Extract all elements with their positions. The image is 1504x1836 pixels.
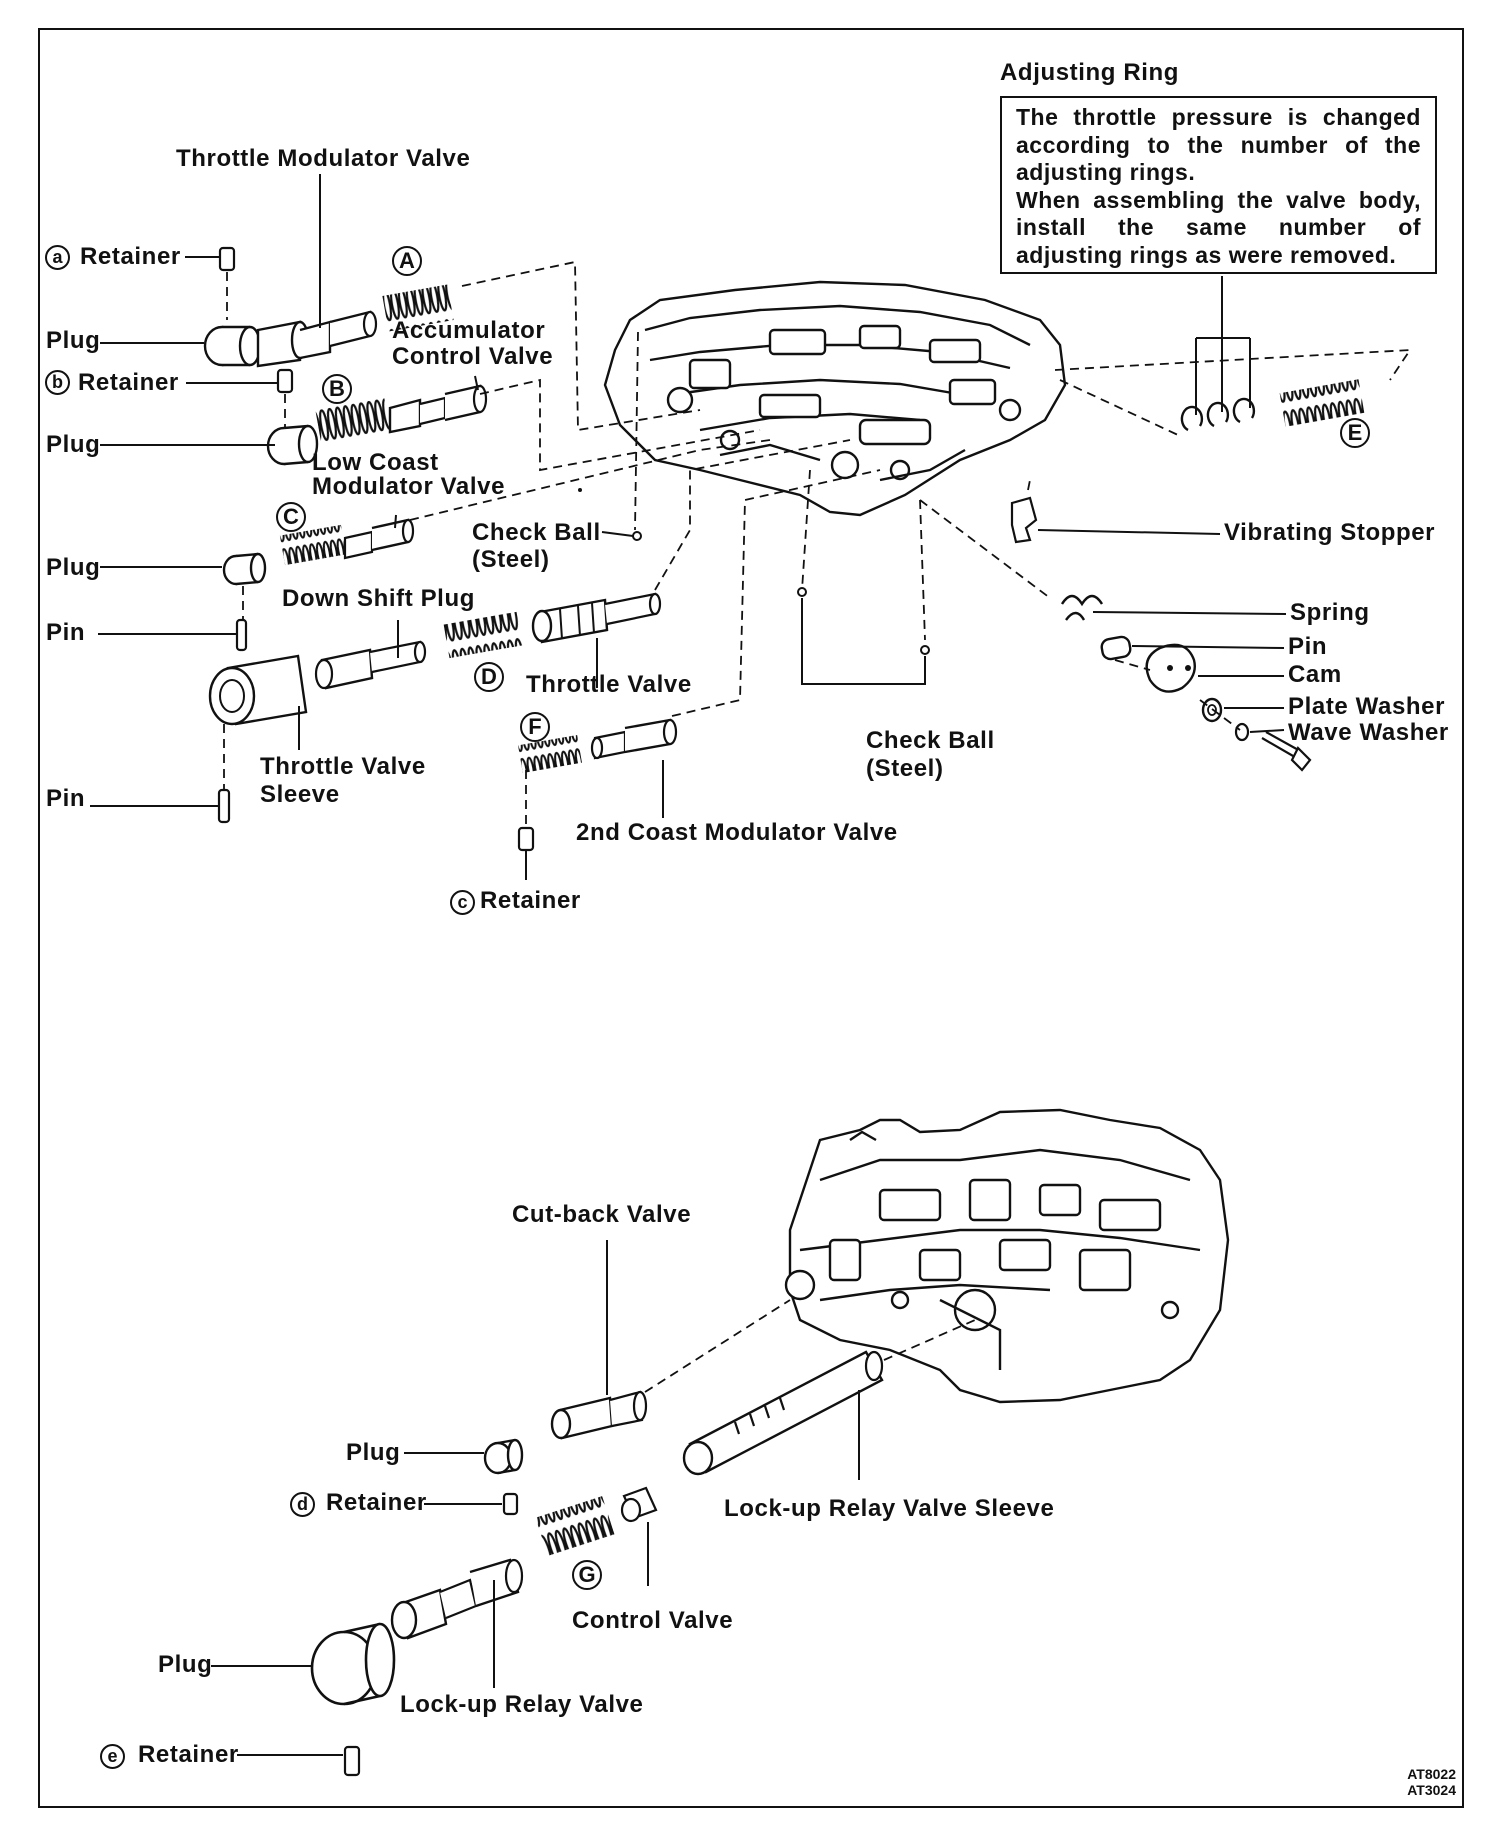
label-vibrating-stopper: Vibrating Stopper [1224, 519, 1436, 546]
spring-e-badge: E [1340, 418, 1370, 448]
adjusting-ring-note: The throttle pressure is changed accordi… [1000, 96, 1437, 274]
label-plate-washer: Plate Washer [1288, 693, 1446, 720]
retainer-a-badge: a [45, 245, 70, 270]
figure-code: AT8022 AT3024 [1407, 1766, 1456, 1798]
label-check-ball-2a: Check Ball [866, 727, 995, 754]
label-throttle-valve-sleeve-2: Sleeve [260, 781, 340, 808]
label-down-shift-plug: Down Shift Plug [282, 585, 475, 612]
spring-a-badge: A [392, 246, 422, 276]
label-plug-2: Plug [46, 431, 101, 458]
spring-b-badge: B [322, 374, 352, 404]
label-accumulator-2: Control Valve [392, 343, 554, 370]
label-check-ball-1b: (Steel) [472, 546, 550, 573]
adjusting-ring-title: Adjusting Ring [1000, 59, 1180, 86]
label-low-coast-1: Low Coast [312, 449, 439, 476]
label-check-ball-2b: (Steel) [866, 755, 944, 782]
label-plug-5: Plug [158, 1651, 213, 1678]
label-accumulator-1: Accumulator [392, 317, 546, 344]
upper-valve-body [603, 280, 1067, 517]
label-pin-1: Pin [46, 619, 86, 646]
label-control-valve: Control Valve [572, 1607, 734, 1634]
retainer-e-badge: e [100, 1744, 125, 1769]
retainer-c-badge: c [450, 890, 475, 915]
spring-f-badge: F [520, 712, 550, 742]
label-lock-up-relay-valve: Lock-up Relay Valve [400, 1691, 644, 1718]
label-throttle-modulator-valve: Throttle Modulator Valve [176, 145, 471, 172]
label-low-coast-2: Modulator Valve [312, 473, 506, 500]
label-plug-4: Plug [346, 1439, 401, 1466]
label-plug-1: Plug [46, 327, 101, 354]
label-spring: Spring [1290, 599, 1370, 626]
label-retainer-a: Retainer [80, 243, 181, 270]
retainer-d-badge: d [290, 1492, 315, 1517]
label-retainer-d: Retainer [326, 1489, 427, 1516]
spring-g-badge: G [572, 1560, 602, 1590]
label-pin-2: Pin [46, 785, 86, 812]
lower-valve-body [784, 1108, 1230, 1404]
label-pin-3: Pin [1288, 633, 1328, 660]
label-cut-back-valve: Cut-back Valve [512, 1201, 692, 1228]
label-throttle-valve: Throttle Valve [526, 671, 692, 698]
label-retainer-c: Retainer [480, 887, 581, 914]
label-check-ball-1a: Check Ball [472, 519, 601, 546]
retainer-b-badge: b [45, 370, 70, 395]
note-line-2: When assembling the valve body, install … [1016, 186, 1421, 268]
label-2nd-coast-modulator-valve: 2nd Coast Modulator Valve [576, 819, 898, 846]
figure-code-line-1: AT8022 [1407, 1766, 1456, 1783]
label-retainer-b: Retainer [78, 369, 179, 396]
label-cam: Cam [1288, 661, 1342, 688]
spring-d-badge: D [474, 662, 504, 692]
note-line-1: The throttle pressure is changed accordi… [1016, 104, 1421, 186]
figure-code-line-2: AT3024 [1407, 1781, 1456, 1798]
label-wave-washer: Wave Washer [1288, 719, 1449, 746]
spring-c-badge: C [276, 502, 306, 532]
label-lock-up-relay-valve-sleeve: Lock-up Relay Valve Sleeve [724, 1495, 1055, 1522]
label-throttle-valve-sleeve-1: Throttle Valve [260, 753, 426, 780]
label-plug-3: Plug [46, 554, 101, 581]
diagram-frame [38, 28, 1464, 1808]
label-retainer-e: Retainer [138, 1741, 239, 1768]
